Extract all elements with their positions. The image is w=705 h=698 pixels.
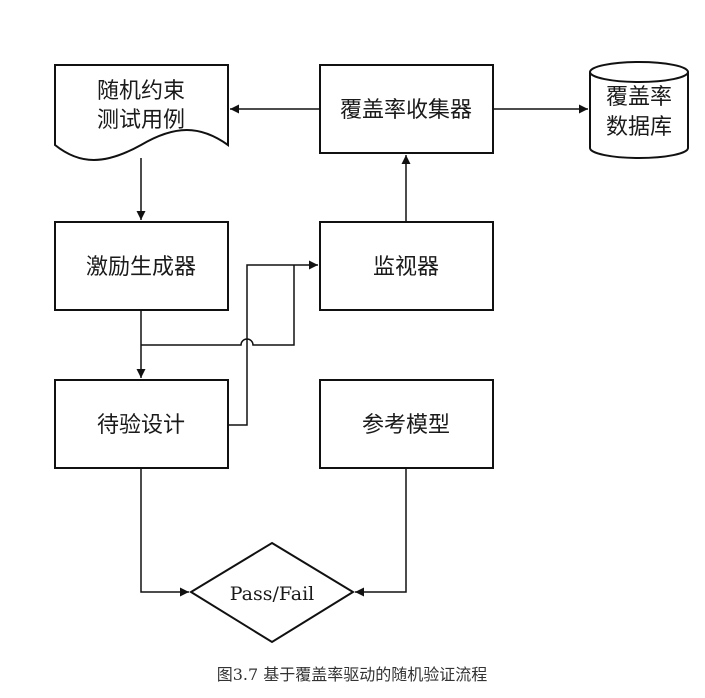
dut-label: 待验设计: [97, 413, 185, 438]
reference-model-box: [319, 379, 494, 469]
monitor-box: [319, 221, 494, 311]
reference-model-label: 参考模型: [362, 413, 450, 438]
test-case-label-line2: 测试用例: [97, 108, 185, 133]
arrow-refmodel-to-passfail: [355, 468, 407, 597]
connector-stimulus-tap: [141, 265, 295, 346]
coverage-collector-label: 覆盖率收集器: [340, 98, 472, 123]
test-case-document-shape: [54, 64, 229, 161]
stimulus-generator-label: 激励生成器: [86, 255, 196, 280]
connector-dut-to-monitor: [228, 260, 318, 426]
pass-fail-label: Pass/Fail: [230, 583, 315, 605]
coverage-database-cylinder: [589, 61, 689, 159]
monitor-label: 监视器: [373, 255, 439, 280]
coverage-db-label-line2: 数据库: [606, 115, 672, 140]
test-case-label-line1: 随机约束: [97, 79, 185, 104]
stimulus-generator-box: [54, 221, 229, 311]
dut-box: [54, 379, 229, 469]
coverage-db-label-line1: 覆盖率: [606, 85, 672, 110]
arrow-dut-to-passfail: [140, 468, 189, 597]
pass-fail-diamond: [189, 541, 355, 644]
figure-caption: 图3.7 基于覆盖率驱动的随机验证流程: [217, 665, 488, 684]
